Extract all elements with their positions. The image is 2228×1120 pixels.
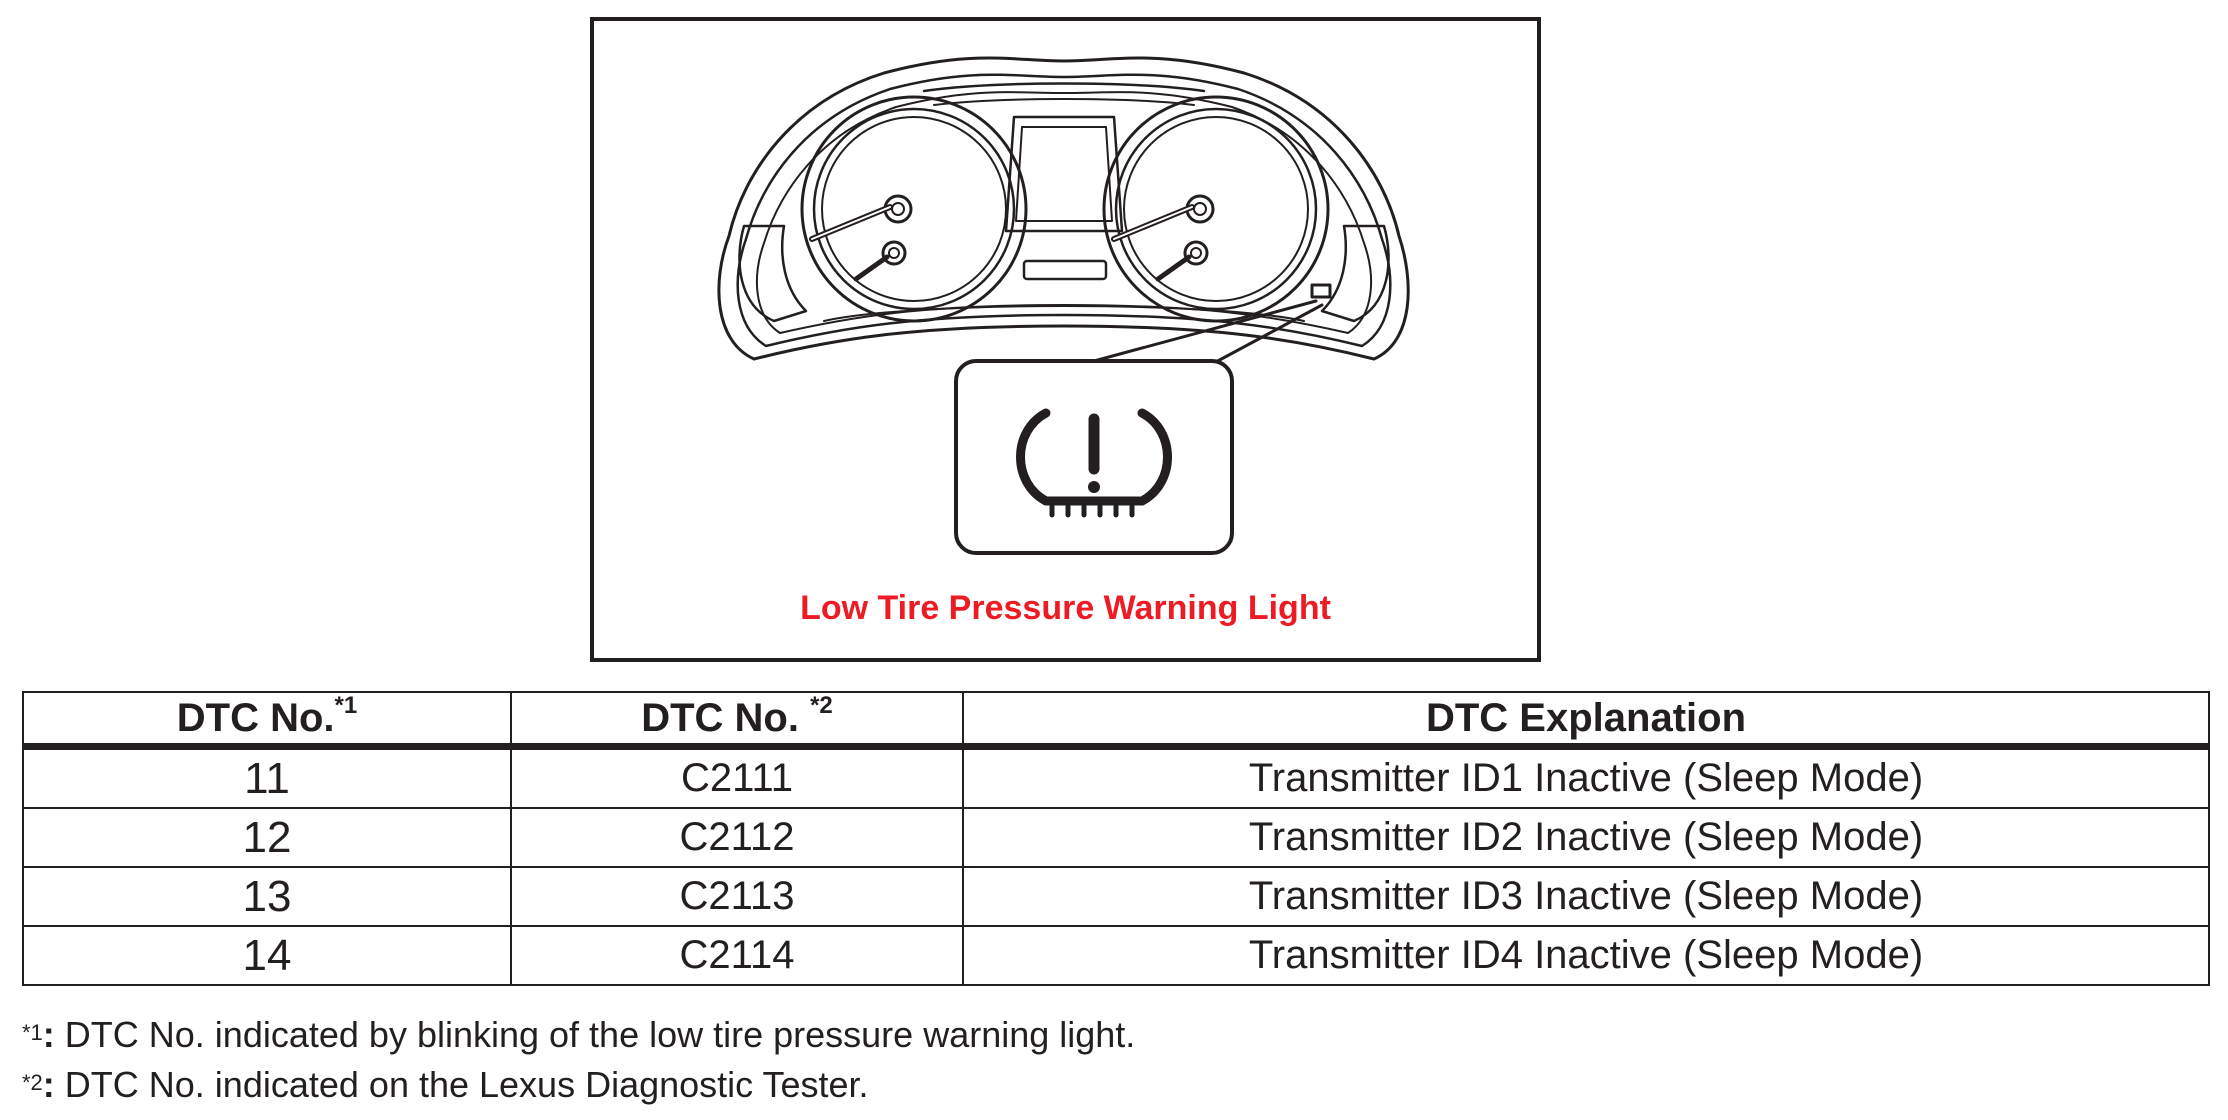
footnote-text: DTC No. indicated on the Lexus Diagnosti… — [54, 1064, 869, 1105]
cluster-housing-inner — [755, 91, 1373, 334]
dtc-explanation-cell: Transmitter ID2 Inactive (Sleep Mode) — [962, 807, 2210, 868]
cluster-housing-mid — [736, 73, 1392, 348]
dtc-table: DTC No.*1 DTC No. *2 DTC Explanation 11 … — [22, 691, 2210, 986]
header-dtc-tester: DTC No. *2 — [510, 691, 964, 750]
center-display-frame — [1004, 115, 1124, 233]
cluster-housing-outer — [717, 56, 1410, 361]
table-row: 13 C2113 Transmitter ID3 Inactive (Sleep… — [22, 866, 2210, 927]
callout-leader — [1092, 299, 1318, 363]
cluster-bottom-trim — [823, 305, 1305, 322]
right-side-pod — [1320, 224, 1390, 323]
footnote-1: *1: DTC No. indicated by blinking of the… — [22, 1010, 2208, 1060]
visor-top-inner — [933, 98, 1195, 106]
footnote-mark: *1 — [22, 1020, 43, 1045]
footnote-colon: : — [42, 1014, 55, 1055]
table-row: 11 C2111 Transmitter ID1 Inactive (Sleep… — [22, 745, 2210, 809]
dtc-tester-cell: C2112 — [510, 807, 964, 868]
dtc-blink-cell: 11 — [22, 745, 512, 809]
table-row: 14 C2114 Transmitter ID4 Inactive (Sleep… — [22, 925, 2210, 986]
header-dtc-blink: DTC No.*1 — [22, 691, 512, 750]
table-header-row: DTC No.*1 DTC No. *2 DTC Explanation — [22, 691, 2210, 750]
instrument-cluster-drawing — [717, 56, 1410, 555]
dtc-blink-cell: 13 — [22, 866, 512, 927]
callout-leader-2 — [1212, 303, 1324, 365]
tire-pressure-warning-icon — [1016, 408, 1172, 518]
header-dtc-explanation: DTC Explanation — [962, 691, 2210, 750]
dtc-tester-cell: C2113 — [510, 866, 964, 927]
dtc-explanation-cell: Transmitter ID3 Inactive (Sleep Mode) — [962, 866, 2210, 927]
left-gauge — [800, 95, 1028, 323]
footnote-2: *2: DTC No. indicated on the Lexus Diagn… — [22, 1060, 2208, 1110]
dtc-tester-cell: C2114 — [510, 925, 964, 986]
center-display-inner — [1015, 126, 1113, 222]
left-side-pod — [738, 224, 808, 323]
footnote-colon: : — [42, 1064, 55, 1105]
table-row: 12 C2112 Transmitter ID2 Inactive (Sleep… — [22, 807, 2210, 868]
dtc-explanation-cell: Transmitter ID1 Inactive (Sleep Mode) — [962, 745, 2210, 809]
header-mark-2: *2 — [810, 691, 833, 719]
footnote-text: DTC No. indicated by blinking of the low… — [54, 1014, 1136, 1055]
cluster-warning-indicator — [1310, 283, 1332, 299]
footnote-mark: *2 — [22, 1070, 43, 1095]
dtc-blink-cell: 12 — [22, 807, 512, 868]
header-mark-1: *1 — [334, 691, 358, 719]
right-gauge — [1102, 95, 1330, 323]
footnotes: *1: DTC No. indicated by blinking of the… — [22, 1010, 2208, 1110]
instrument-cluster-figure: Low Tire Pressure Warning Light — [590, 17, 1541, 662]
dtc-explanation-cell: Transmitter ID4 Inactive (Sleep Mode) — [962, 925, 2210, 986]
center-indicator — [1022, 259, 1108, 281]
dtc-blink-cell: 14 — [22, 925, 512, 986]
dtc-tester-cell: C2111 — [510, 745, 964, 809]
visor-top — [922, 82, 1206, 93]
figure-caption: Low Tire Pressure Warning Light — [800, 589, 1331, 627]
